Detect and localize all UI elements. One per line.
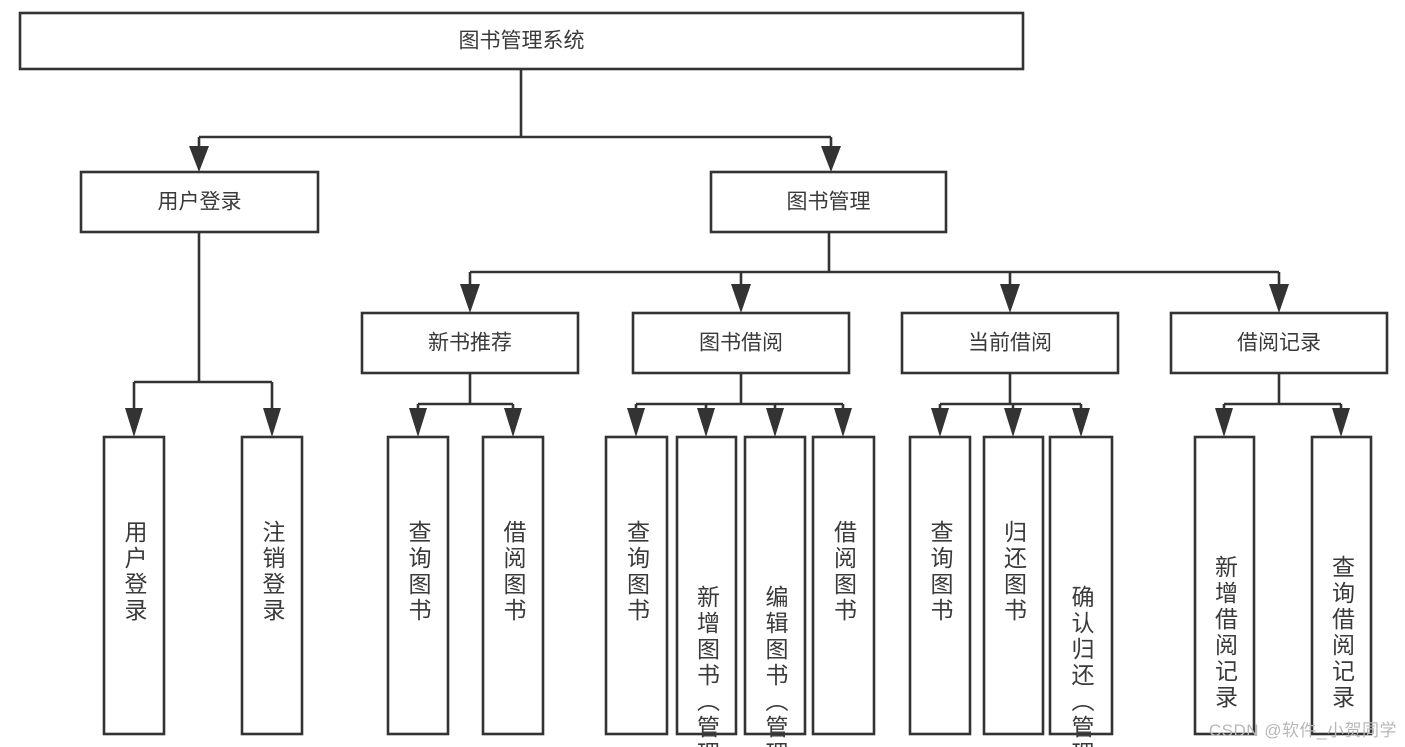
node-root[interactable]: 图书管理系统	[18, 11, 1025, 71]
node-user-login[interactable]: 用户登录	[79, 170, 320, 234]
node-leaf-user-login-box[interactable]	[102, 435, 166, 736]
node-leaf-confirm-return-label: 确认归还（管理员）	[1068, 585, 1095, 747]
node-leaf-query-book-2[interactable]: 查询图书	[604, 435, 669, 736]
node-leaf-query-record-box[interactable]	[1310, 435, 1373, 736]
arrow-to-leaf-user-logout	[263, 408, 281, 437]
node-leaf-add-record-label: 新增借阅记录	[1212, 555, 1239, 711]
arrow-to-leaf-add-book	[697, 408, 715, 437]
node-leaf-edit-book-box[interactable]	[743, 435, 807, 736]
node-new-book-recommend-box[interactable]	[360, 311, 580, 375]
node-user-login-box[interactable]	[79, 170, 320, 234]
node-book-manage-label: 图书管理	[787, 191, 871, 214]
node-book-borrow-label: 图书借阅	[699, 332, 783, 355]
arrow-to-book-borrow	[731, 284, 751, 313]
watermark-text: CSDN @软件_小贺同学	[1208, 721, 1397, 740]
node-leaf-borrow-book-2[interactable]: 借阅图书	[811, 435, 876, 736]
arrow-to-new-book-recommend	[460, 284, 480, 313]
node-borrow-record-label: 借阅记录	[1237, 332, 1321, 355]
node-leaf-borrow-book-1[interactable]: 借阅图书	[481, 435, 545, 736]
node-new-book-recommend[interactable]: 新书推荐	[360, 311, 580, 375]
arrow-to-leaf-edit-book	[766, 408, 784, 437]
arrow-to-leaf-return-book	[1004, 408, 1022, 437]
node-leaf-borrow-book-1-box[interactable]	[481, 435, 545, 736]
node-leaf-add-book[interactable]: 新增图书（管理员）	[675, 435, 738, 747]
node-borrow-record[interactable]: 借阅记录	[1169, 311, 1389, 375]
node-leaf-query-book-2-label: 查询图书	[624, 520, 651, 624]
node-book-borrow-box[interactable]	[631, 311, 851, 375]
node-leaf-user-logout[interactable]: 注销登录	[240, 435, 304, 736]
node-new-book-recommend-label: 新书推荐	[428, 332, 512, 355]
arrow-to-leaf-query-book-2	[627, 408, 645, 437]
node-leaf-user-login-label: 用户登录	[121, 520, 148, 624]
node-book-manage[interactable]: 图书管理	[709, 170, 948, 234]
node-leaf-confirm-return-box[interactable]	[1048, 435, 1114, 736]
connector-layer	[125, 69, 1350, 437]
node-leaf-borrow-book-2-label: 借阅图书	[831, 520, 858, 624]
node-leaf-edit-book[interactable]: 编辑图书（管理员）	[743, 435, 807, 747]
arrow-to-current-borrow	[1000, 284, 1020, 313]
node-leaf-add-record-box[interactable]	[1193, 435, 1256, 736]
node-leaf-query-book-3-box[interactable]	[908, 435, 972, 736]
node-book-manage-box[interactable]	[709, 170, 948, 234]
arrow-to-leaf-user-login	[125, 408, 143, 437]
node-book-borrow[interactable]: 图书借阅	[631, 311, 851, 375]
node-leaf-edit-book-label: 编辑图书（管理员）	[762, 585, 789, 747]
node-leaf-add-book-box[interactable]	[675, 435, 738, 736]
node-borrow-record-box[interactable]	[1169, 311, 1389, 375]
arrow-to-leaf-query-book-1	[409, 408, 427, 437]
arrow-to-borrow-record	[1269, 284, 1289, 313]
node-leaf-user-logout-label: 注销登录	[259, 520, 286, 624]
arrow-to-leaf-borrow-book-1	[504, 408, 522, 437]
node-leaf-query-book-1[interactable]: 查询图书	[386, 435, 450, 736]
node-leaf-query-book-3[interactable]: 查询图书	[908, 435, 972, 736]
node-leaf-query-book-1-label: 查询图书	[405, 520, 432, 624]
node-leaf-return-book[interactable]: 归还图书	[982, 435, 1045, 736]
node-leaf-user-login[interactable]: 用户登录	[102, 435, 166, 736]
node-leaf-user-logout-box[interactable]	[240, 435, 304, 736]
node-leaf-query-book-2-box[interactable]	[604, 435, 669, 736]
node-root-label: 图书管理系统	[459, 30, 585, 53]
node-leaf-add-book-label: 新增图书（管理员）	[694, 585, 721, 747]
arrow-to-leaf-add-record	[1215, 408, 1233, 437]
node-current-borrow-label: 当前借阅	[968, 332, 1052, 355]
node-leaf-add-record[interactable]: 新增借阅记录	[1193, 435, 1256, 736]
node-leaf-return-book-label: 归还图书	[1001, 520, 1028, 624]
node-leaf-confirm-return[interactable]: 确认归还（管理员）	[1048, 435, 1114, 747]
node-leaf-query-record-label: 查询借阅记录	[1329, 555, 1356, 711]
arrow-root-to-book-manage	[821, 146, 841, 172]
node-leaf-borrow-book-2-box[interactable]	[811, 435, 876, 736]
node-root-box[interactable]	[18, 11, 1025, 71]
arrow-root-to-user-login	[189, 146, 209, 172]
arrow-to-leaf-borrow-book-2	[834, 408, 852, 437]
node-leaf-borrow-book-1-label: 借阅图书	[500, 520, 527, 624]
node-leaf-return-book-box[interactable]	[982, 435, 1045, 736]
node-leaf-query-record[interactable]: 查询借阅记录	[1310, 435, 1373, 736]
node-user-login-label: 用户登录	[158, 191, 242, 214]
arrow-to-leaf-query-record	[1332, 408, 1350, 437]
node-current-borrow-box[interactable]	[900, 311, 1120, 375]
node-current-borrow[interactable]: 当前借阅	[900, 311, 1120, 375]
node-leaf-query-book-3-label: 查询图书	[927, 520, 954, 624]
node-leaf-query-book-1-box[interactable]	[386, 435, 450, 736]
arrow-to-leaf-confirm-return	[1072, 408, 1090, 437]
arrow-to-leaf-query-book-3	[931, 408, 949, 437]
